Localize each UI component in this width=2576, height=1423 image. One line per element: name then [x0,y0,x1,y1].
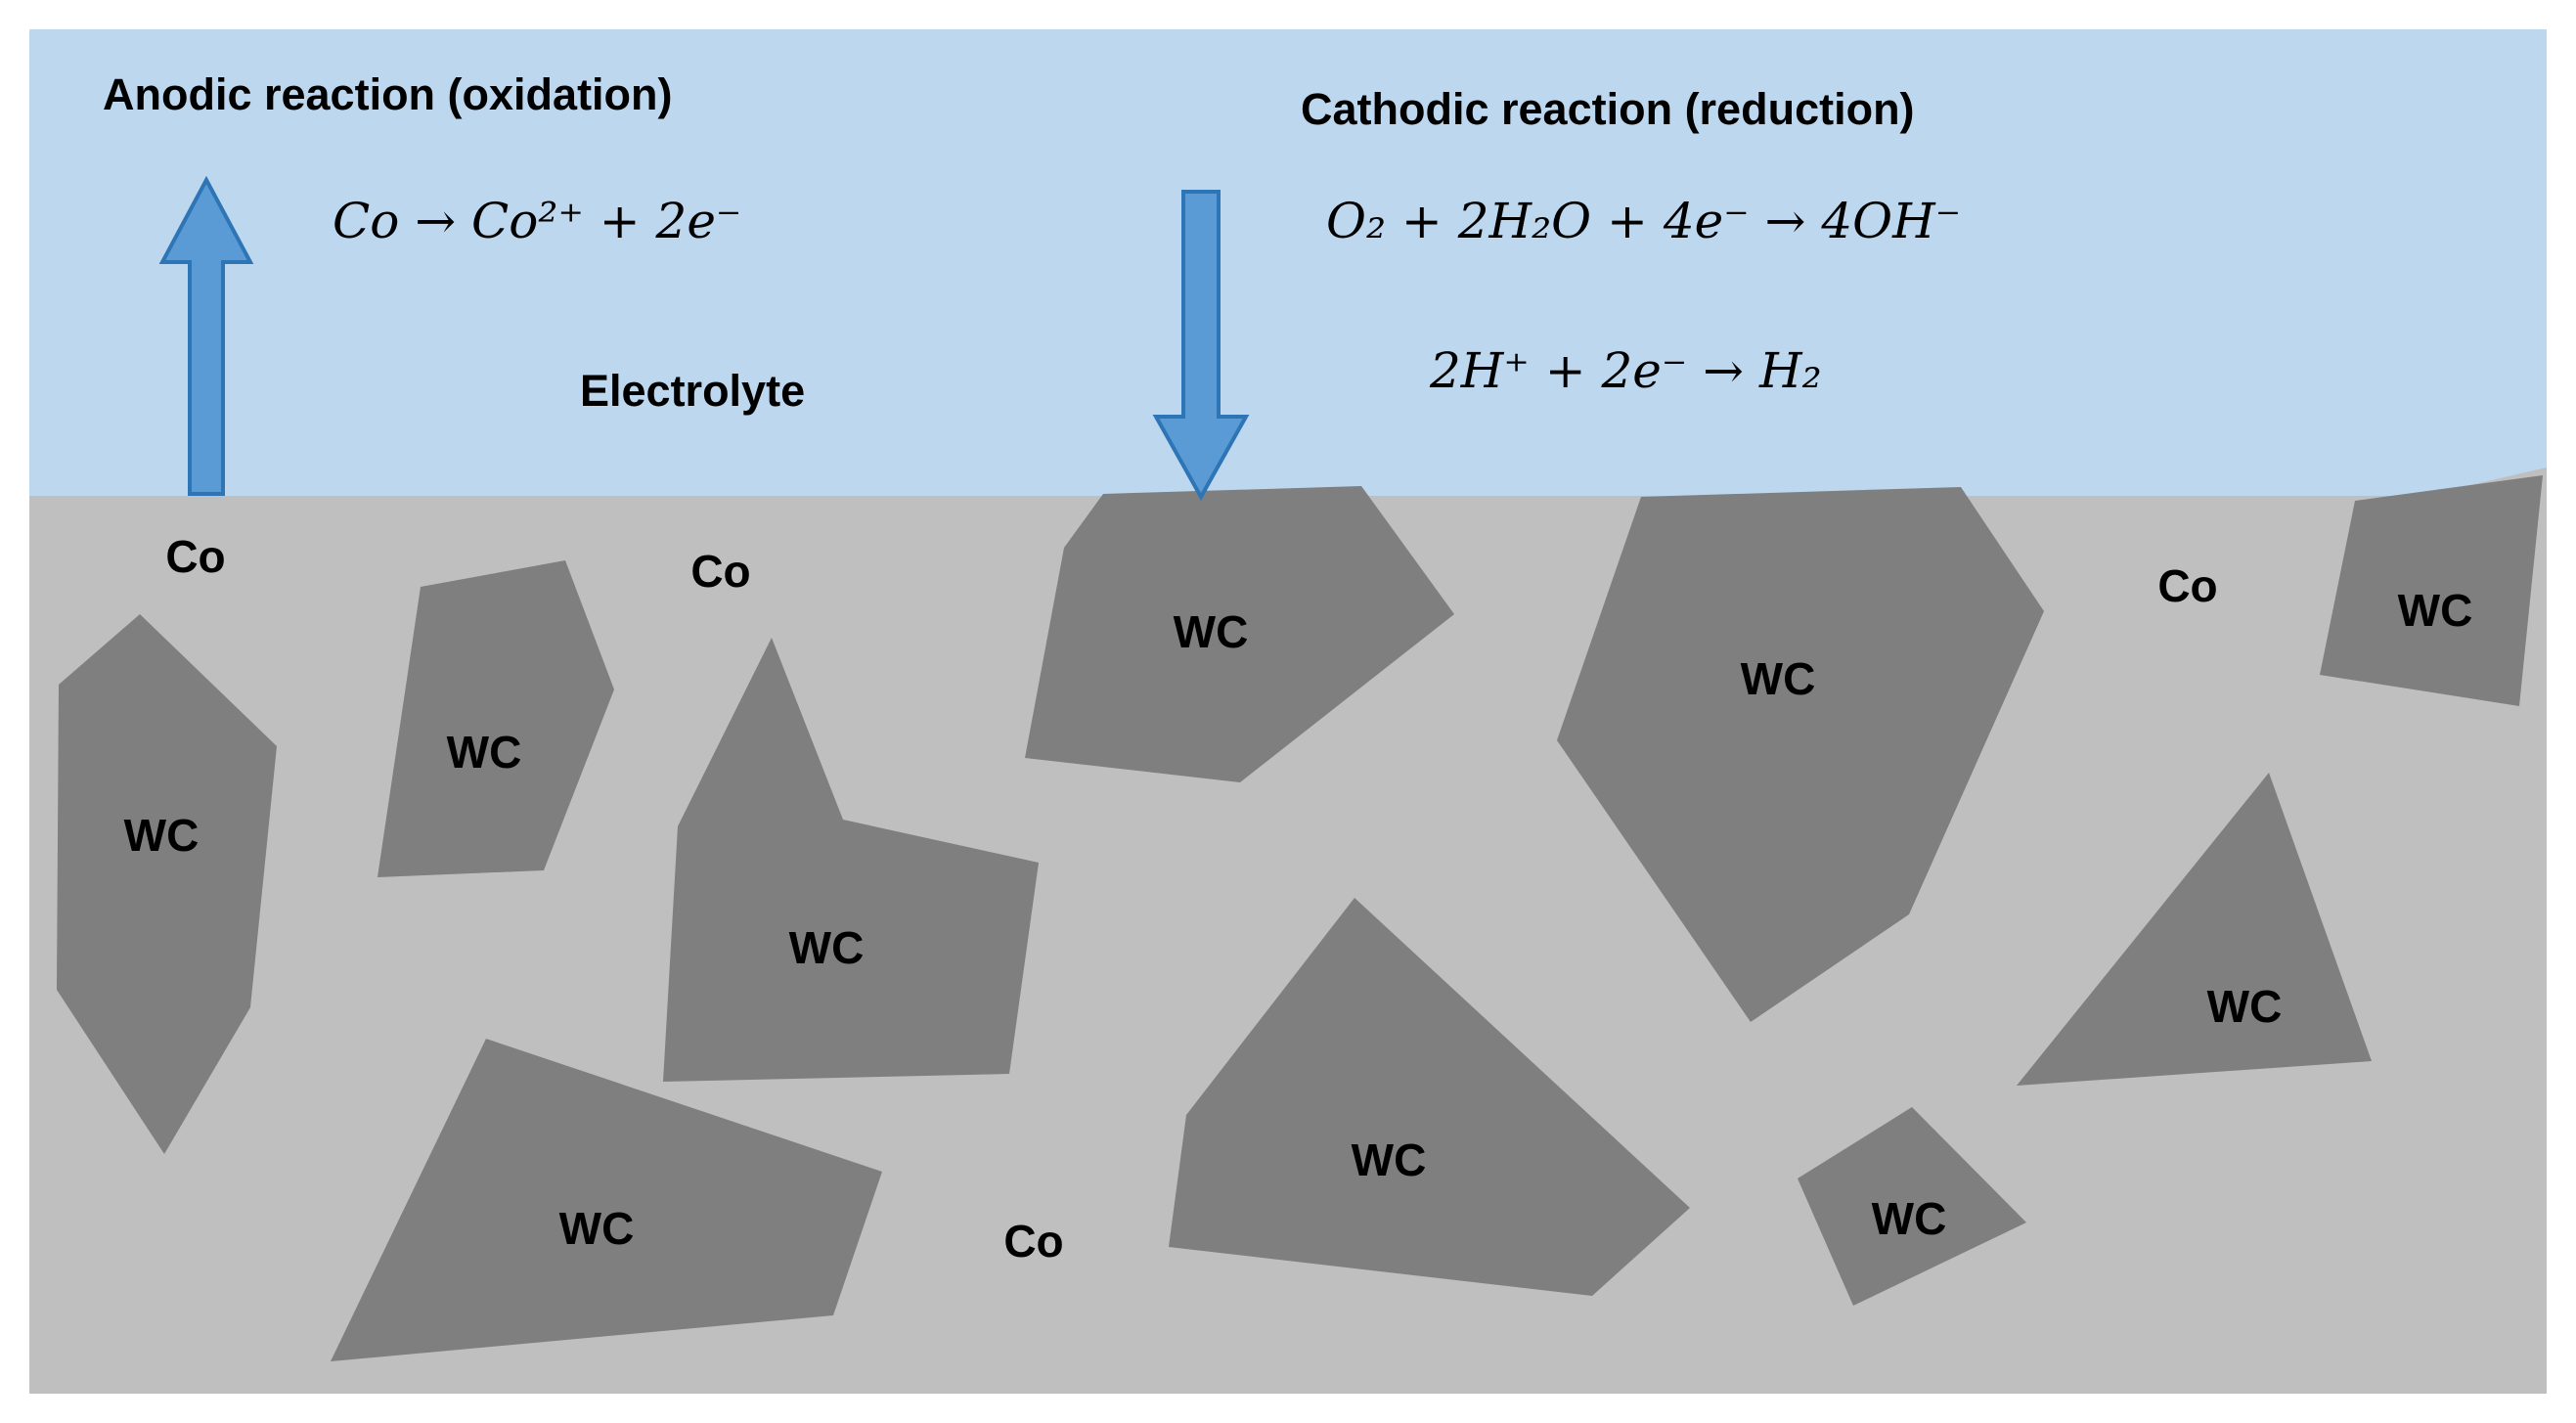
wc-grain-label: WC [1352,1134,1427,1185]
wc-grain-label: WC [1741,653,1816,704]
wc-grain-label: WC [447,727,522,778]
wc-grain-label: WC [559,1203,635,1254]
wc-grain [378,560,614,877]
wc-grain-label: WC [2207,981,2283,1032]
wc-grain-label: WC [2398,585,2473,636]
wc-grain-label: WC [1174,606,1249,657]
co-binder-label: Co [2157,560,2217,611]
anodic-heading: Anodic reaction (oxidation) [103,69,673,119]
wc-grain [57,614,277,1154]
wc-grain [2320,475,2543,706]
wc-grain [1557,487,2044,1022]
co-binder-label: Co [690,546,750,597]
cathodic-heading: Cathodic reaction (reduction) [1301,84,1915,134]
wc-grain [1025,486,1454,782]
anodic-up-arrow-icon [158,175,254,496]
wc-grains [57,475,2543,1361]
wc-grain-label: WC [124,810,200,861]
wc-grain [2017,773,2372,1086]
electrolyte-region [29,29,2547,496]
wc-grain-label: WC [1872,1193,1947,1244]
co-binder-label: Co [1003,1216,1063,1267]
wc-grain [1798,1107,2026,1306]
cathodic-down-arrow-icon [1152,190,1250,502]
wc-grain [1169,898,1690,1296]
co-binder-label: Co [165,531,225,582]
wc-grain [331,1039,882,1361]
electrolyte-label: Electrolyte [580,366,805,416]
cathodic-equation-2: 2H⁺ + 2e⁻ → H₂ [1429,342,1822,399]
anodic-equation: Co → Co²⁺ + 2e⁻ [333,193,741,249]
wc-grain [663,638,1039,1082]
cathodic-equation-1: O₂ + 2H₂O + 4e⁻ → 4OH⁻ [1326,193,1961,249]
wc-grain-label: WC [789,922,865,973]
